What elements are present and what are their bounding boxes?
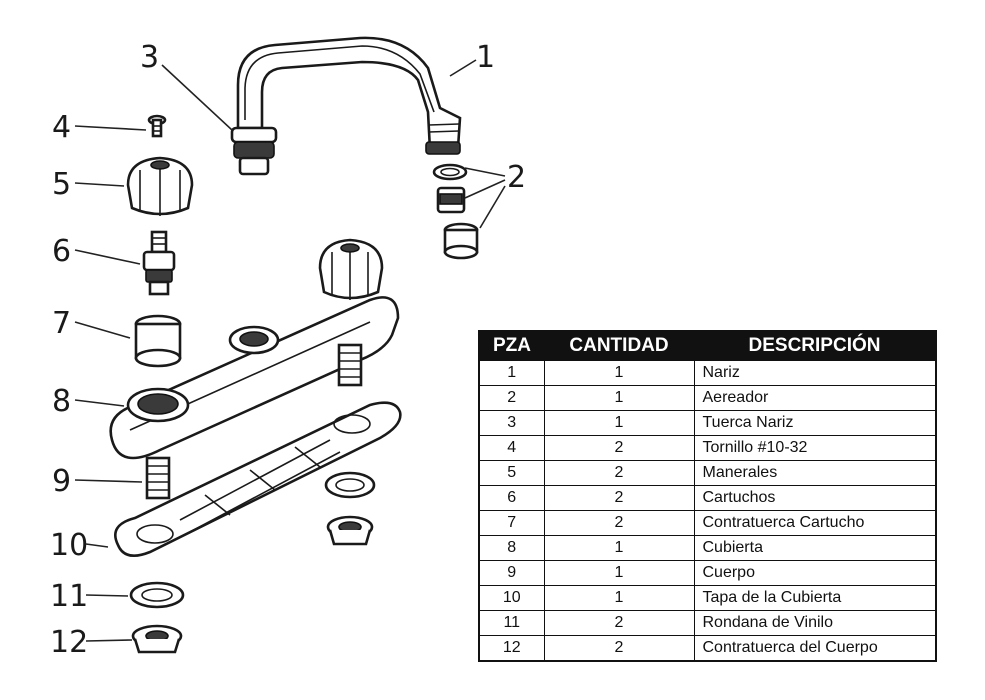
aerator-part (432, 163, 479, 260)
cell-descripcion: Rondana de Vinilo (693, 610, 936, 636)
spout-part (236, 36, 462, 155)
header-descripcion: DESCRIPCIÓN (694, 331, 936, 361)
cell-cantidad: 2 (543, 435, 694, 461)
callout-12: 12 (50, 625, 88, 660)
callout-11: 11 (50, 579, 88, 614)
cell-pza: 4 (479, 435, 544, 461)
cell-pza: 1 (479, 360, 544, 386)
cell-cantidad: 2 (543, 510, 694, 536)
cell-cantidad: 1 (543, 560, 694, 586)
spout-nut-part (230, 126, 278, 176)
handle-part (126, 156, 194, 216)
body-locknut-part (131, 624, 183, 654)
leader-11 (85, 594, 129, 597)
cell-descripcion: Tuerca Nariz (693, 410, 936, 436)
cell-descripcion: Cuerpo (693, 560, 936, 586)
leader-1 (449, 59, 477, 77)
leader-3 (161, 64, 233, 131)
cell-pza: 12 (479, 635, 544, 661)
callout-5: 5 (52, 167, 71, 202)
cell-pza: 11 (479, 610, 544, 636)
cell-cantidad: 2 (543, 610, 694, 636)
cell-descripcion: Contratuerca Cartucho (693, 510, 936, 536)
leader-2b (464, 179, 506, 199)
cell-pza: 2 (479, 385, 544, 411)
cell-descripcion: Aereador (693, 385, 936, 411)
cell-cantidad: 1 (543, 410, 694, 436)
cell-descripcion: Cartuchos (693, 485, 936, 511)
cell-cantidad: 2 (543, 485, 694, 511)
cell-pza: 10 (479, 585, 544, 611)
callout-4: 4 (52, 110, 71, 145)
cell-cantidad: 2 (543, 460, 694, 486)
cell-descripcion: Nariz (693, 360, 936, 386)
parts-table-header: PZA CANTIDAD DESCRIPCIÓN (479, 331, 936, 361)
header-pza: PZA (479, 331, 544, 361)
leader-4 (74, 125, 147, 131)
cell-descripcion: Contratuerca del Cuerpo (693, 635, 936, 661)
leader-8 (74, 399, 125, 407)
cell-cantidad: 1 (543, 360, 694, 386)
body-cover-part (109, 296, 400, 460)
callout-2: 2 (507, 160, 526, 195)
cell-cantidad: 2 (543, 635, 694, 661)
cell-cantidad: 1 (543, 535, 694, 561)
leader-10 (85, 543, 109, 548)
leader-5 (74, 182, 125, 187)
cell-descripcion: Cubierta (693, 535, 936, 561)
leader-2a (464, 167, 506, 177)
leader-12 (85, 639, 133, 642)
cell-descripcion: Manerales (693, 460, 936, 486)
leader-6 (74, 249, 141, 265)
callout-7: 7 (52, 306, 71, 341)
right-washers-part (324, 471, 376, 546)
leader-7 (74, 321, 131, 339)
cartridge-locknut-part (134, 314, 182, 368)
cell-cantidad: 1 (543, 585, 694, 611)
leader-2c (479, 185, 506, 229)
cell-pza: 6 (479, 485, 544, 511)
cell-pza: 5 (479, 460, 544, 486)
deck-plate-part (114, 401, 402, 557)
callout-8: 8 (52, 384, 71, 419)
callout-3: 3 (140, 40, 159, 75)
callout-1: 1 (476, 40, 495, 75)
screw-part (147, 114, 167, 138)
cell-pza: 8 (479, 535, 544, 561)
cell-descripcion: Tornillo #10-32 (693, 435, 936, 461)
callout-6: 6 (52, 234, 71, 269)
cell-pza: 7 (479, 510, 544, 536)
cell-pza: 9 (479, 560, 544, 586)
body-shank-part (145, 343, 363, 500)
cartridge-part (142, 230, 176, 296)
vinyl-washer-part (129, 581, 185, 609)
header-cantidad: CANTIDAD (544, 331, 694, 361)
callout-10: 10 (50, 528, 88, 563)
cell-descripcion: Tapa de la Cubierta (693, 585, 936, 611)
cell-pza: 3 (479, 410, 544, 436)
leader-9 (74, 479, 143, 483)
cell-cantidad: 1 (543, 385, 694, 411)
callout-9: 9 (52, 464, 71, 499)
mounted-handle-part (318, 238, 384, 300)
